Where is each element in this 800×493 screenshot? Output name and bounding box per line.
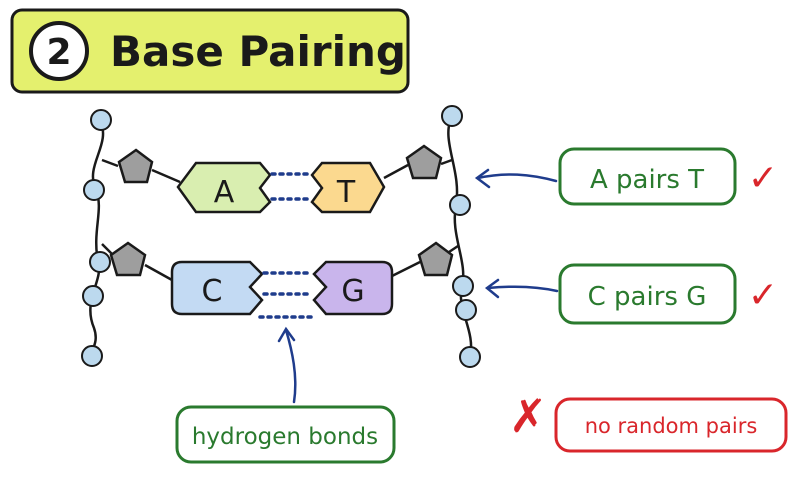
cytosine-base: [170, 260, 264, 316]
cross-icon: ✗: [509, 389, 548, 443]
sugar-pentagon: [417, 241, 454, 277]
sugar-groups: [109, 144, 454, 277]
callout-at-box: [558, 147, 737, 206]
hydrogen-bonds-at: [270, 172, 312, 201]
callout-at-text: A pairs T: [590, 165, 704, 195]
guanine-label: G: [341, 274, 364, 309]
left-backbone: [81, 109, 112, 367]
callout-hydrogen: hydrogen bonds: [175, 405, 396, 464]
warning-box: [554, 397, 788, 453]
phosphate-node: [89, 251, 111, 273]
callout-cg: C pairs G ✓: [558, 263, 778, 325]
connector: [101, 158, 119, 168]
thymine-label: T: [336, 175, 356, 210]
right-backbone-line: [447, 115, 473, 359]
title-background: [10, 8, 410, 94]
base-pair-at: A T: [176, 161, 386, 214]
phosphate-node: [459, 346, 481, 368]
hydrogen-bonds-cg: [258, 271, 316, 319]
phosphate-node: [83, 179, 105, 201]
thymine-base: [310, 161, 386, 214]
phosphate-node: [441, 105, 463, 127]
right-backbone: [441, 105, 481, 368]
cytosine-label: C: [202, 274, 223, 309]
check-icon: ✓: [748, 158, 778, 199]
callout-at: A pairs T ✓: [558, 147, 778, 206]
callout-cg-box: [558, 263, 737, 325]
title-banner: 2 Base Pairing: [10, 8, 410, 94]
phosphate-node: [455, 299, 477, 321]
sugar-pentagon: [117, 148, 154, 184]
phosphate-node: [90, 109, 112, 131]
left-backbone-line: [89, 119, 105, 359]
phosphate-node: [81, 345, 103, 367]
phosphate-node: [82, 285, 104, 307]
sugar-base-links: [144, 163, 421, 282]
connector: [440, 158, 453, 166]
page-title: Base Pairing: [110, 27, 406, 76]
connector: [144, 263, 173, 282]
warning-no-random: ✗ no random pairs: [509, 389, 788, 453]
connector: [383, 163, 409, 180]
arrow-to-at-pair: [476, 173, 558, 183]
callout-arrows: [277, 168, 559, 404]
arrowhead-icon: [277, 326, 296, 343]
connector: [101, 243, 113, 255]
sugar-pentagon: [109, 241, 147, 277]
callout-cg-text: C pairs G: [588, 282, 707, 312]
arrowhead-icon: [484, 278, 500, 299]
sugar-pentagon: [405, 144, 443, 180]
phosphate-node: [449, 194, 471, 216]
check-icon: ✓: [748, 275, 778, 316]
guanine-base: [312, 260, 394, 316]
arrowhead-icon: [474, 168, 491, 189]
adenine-base: [176, 161, 272, 214]
arrow-to-hydrogen-bonds: [284, 328, 297, 404]
phosphate-node: [452, 275, 474, 297]
callout-hydrogen-box: [175, 405, 396, 464]
step-number-badge: [29, 21, 89, 81]
step-number: 2: [46, 32, 71, 73]
callout-hydrogen-text: hydrogen bonds: [192, 424, 378, 450]
adenine-label: A: [214, 175, 235, 210]
connector: [151, 168, 181, 184]
arrow-to-cg-pair: [486, 285, 559, 293]
warning-text: no random pairs: [585, 414, 758, 438]
base-pair-cg: C G: [170, 260, 394, 319]
connector: [391, 260, 421, 278]
